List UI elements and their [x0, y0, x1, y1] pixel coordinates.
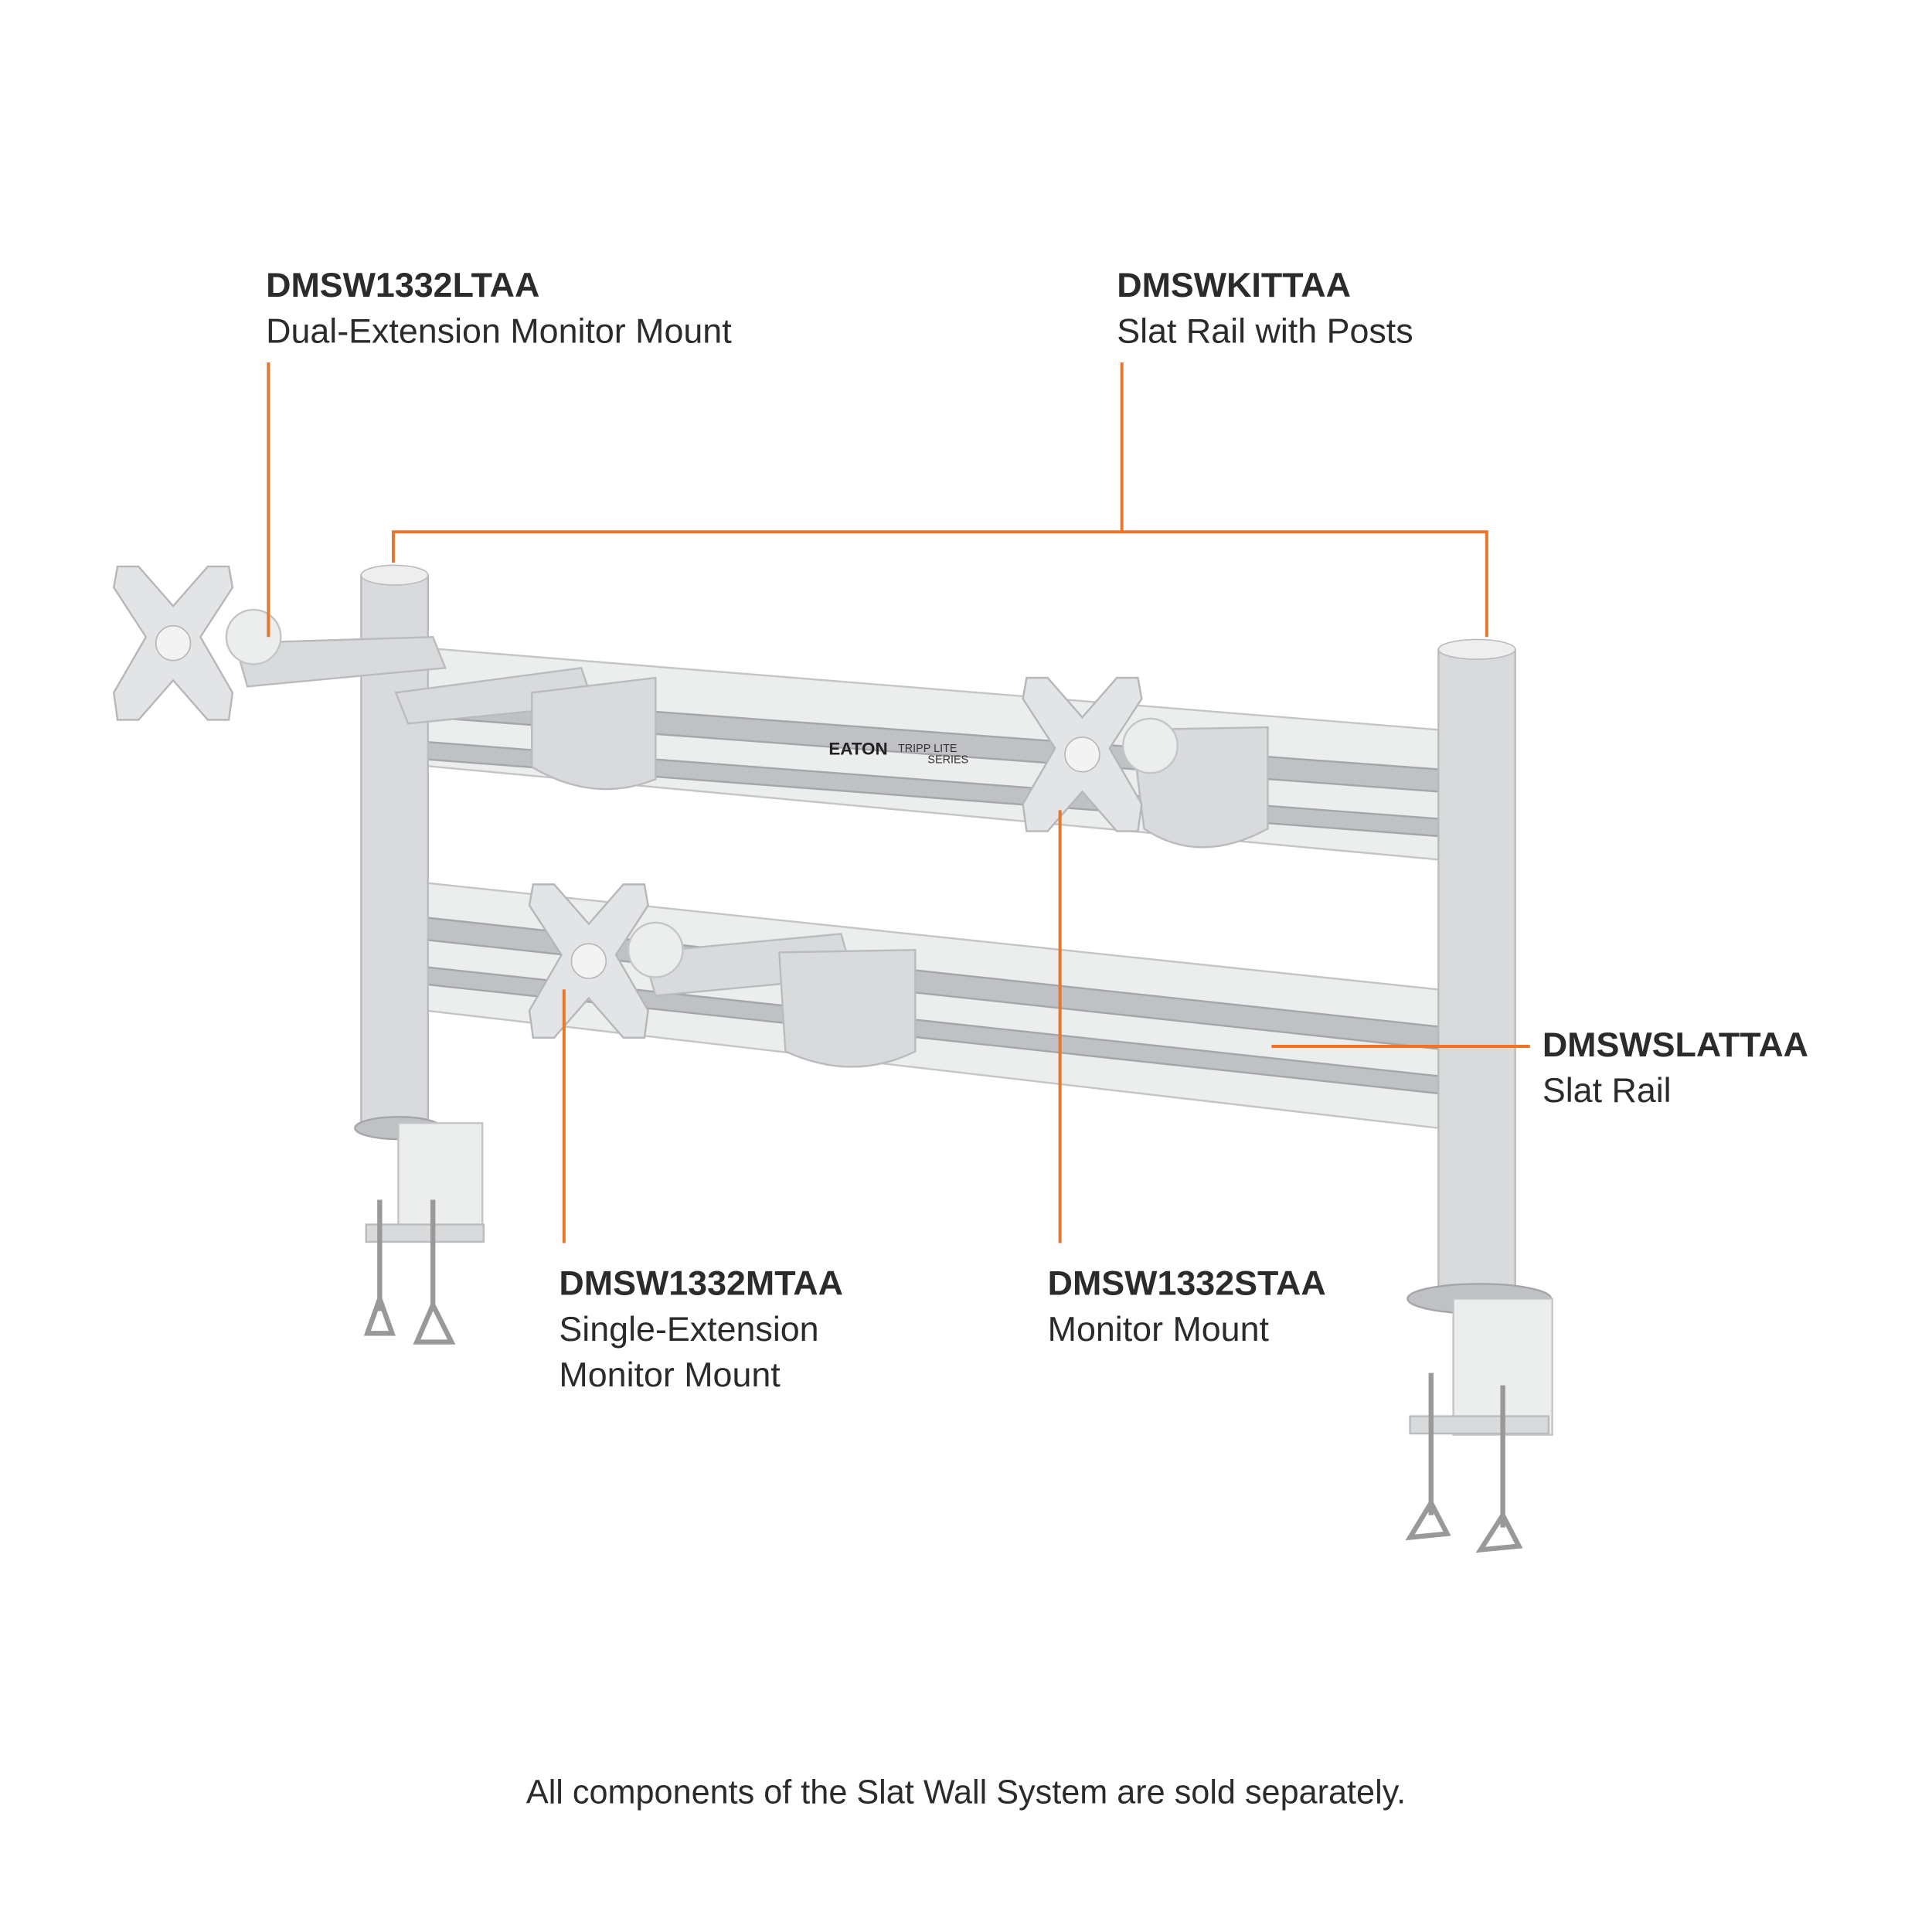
single-extension-mount: [528, 883, 917, 1068]
rail-series-text: TRIPP LITE: [898, 743, 957, 755]
label-monitor-mount-code: DMSW1332STAA: [1048, 1264, 1326, 1303]
footer-note: All components of the Slat Wall System a…: [526, 1774, 1406, 1811]
label-single-extension-desc-2: Monitor Mount: [559, 1355, 781, 1394]
label-kit-code: DMSWKITTAA: [1117, 266, 1351, 304]
label-monitor-mount-desc: Monitor Mount: [1048, 1310, 1270, 1349]
dual-extension-mount: [113, 565, 657, 791]
label-slat-rail-desc: Slat Rail: [1543, 1071, 1672, 1110]
leader-kit-bracket: [391, 530, 1488, 638]
rail-series-subtext: SERIES: [927, 754, 968, 767]
right-post: [1405, 638, 1553, 1553]
monitor-mount: [1022, 676, 1269, 849]
label-single-extension-desc-1: Single-Extension: [559, 1310, 818, 1349]
rail-brand-logo: EATON: [828, 739, 887, 758]
label-dual-extension-code: DMSW1332LTAA: [266, 266, 539, 304]
label-slat-rail-code: DMSWSLATTAA: [1543, 1026, 1808, 1064]
label-dual-extension-desc: Dual-Extension Monitor Mount: [266, 311, 732, 350]
label-kit-desc: Slat Rail with Posts: [1117, 311, 1413, 350]
leader-lines: [267, 362, 1530, 1243]
label-single-extension-code: DMSW1332MTAA: [559, 1264, 843, 1303]
